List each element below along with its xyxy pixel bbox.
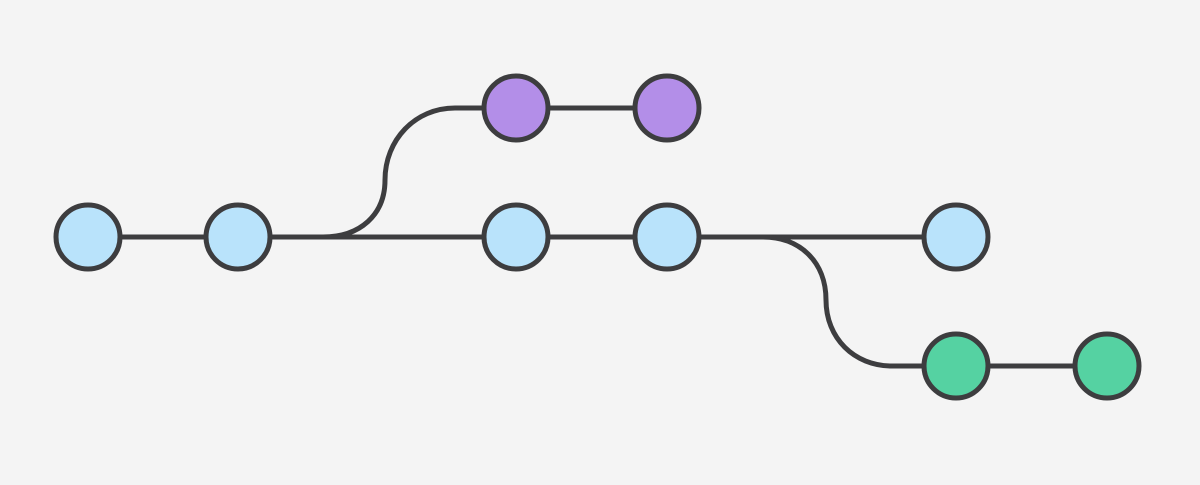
main-commit-node[interactable] xyxy=(632,202,702,272)
feature-b-commit-node[interactable] xyxy=(1072,331,1142,401)
feature-a-commit-node[interactable] xyxy=(632,73,702,143)
feature-b-branch-line xyxy=(760,234,1110,369)
main-commit-node[interactable] xyxy=(921,202,991,272)
commit-nodes xyxy=(53,73,1142,401)
main-commit-node[interactable] xyxy=(481,202,551,272)
feature-a-branch-line xyxy=(320,105,670,240)
main-commit-node[interactable] xyxy=(203,202,273,272)
feature-b-commit-node[interactable] xyxy=(921,331,991,401)
feature-a-commit-node[interactable] xyxy=(481,73,551,143)
main-commit-node[interactable] xyxy=(53,202,123,272)
